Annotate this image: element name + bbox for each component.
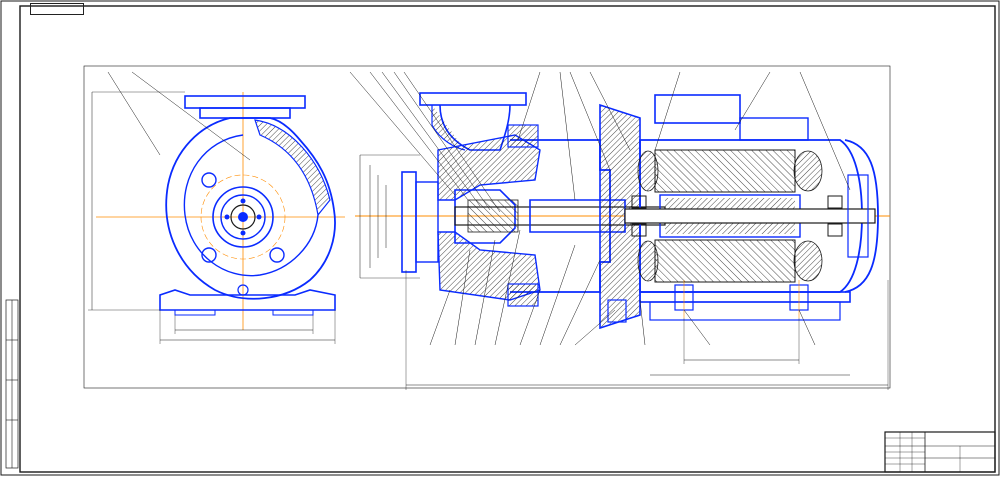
view-frame (83, 65, 891, 389)
inner-frame (19, 5, 996, 473)
title-block (884, 431, 996, 473)
drawing-number-stamp (30, 3, 84, 15)
section-view (349, 71, 890, 390)
end-view (88, 71, 345, 344)
